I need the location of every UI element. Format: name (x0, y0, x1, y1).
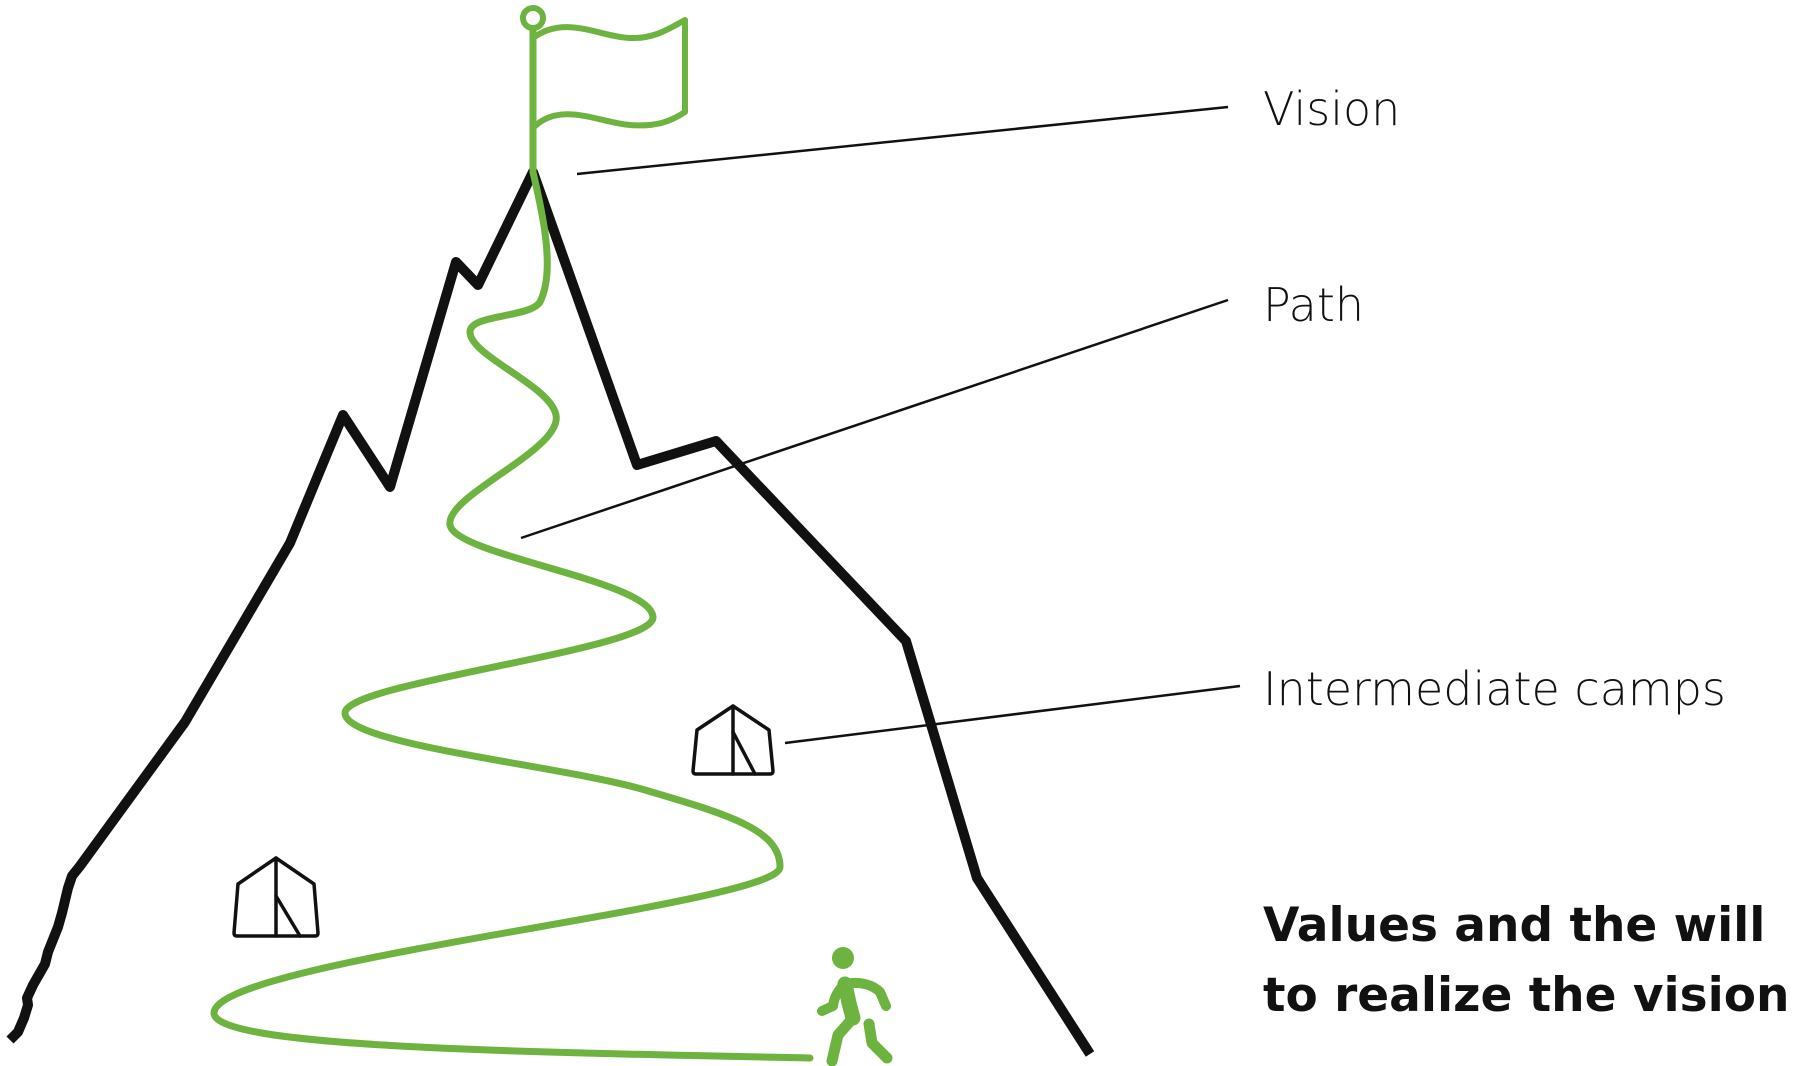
hiker-icon (817, 947, 893, 1066)
tent-icon (232, 856, 320, 938)
motto-line-2: to realize the vision! (1263, 968, 1793, 1023)
camps-leader-line (784, 684, 1241, 745)
tent-icon (691, 704, 775, 776)
winding-path (210, 168, 814, 1062)
path-label: Path (1263, 278, 1365, 332)
path-leader-line (520, 298, 1229, 540)
vision-leader-line (576, 105, 1229, 176)
flag-icon (520, 5, 688, 176)
vision-label: Vision (1263, 82, 1401, 136)
mountain-outline (6, 167, 1095, 1057)
intermediate-camps-label: Intermediate camps (1263, 662, 1726, 716)
motto-line-1: Values and the will (1263, 898, 1766, 953)
